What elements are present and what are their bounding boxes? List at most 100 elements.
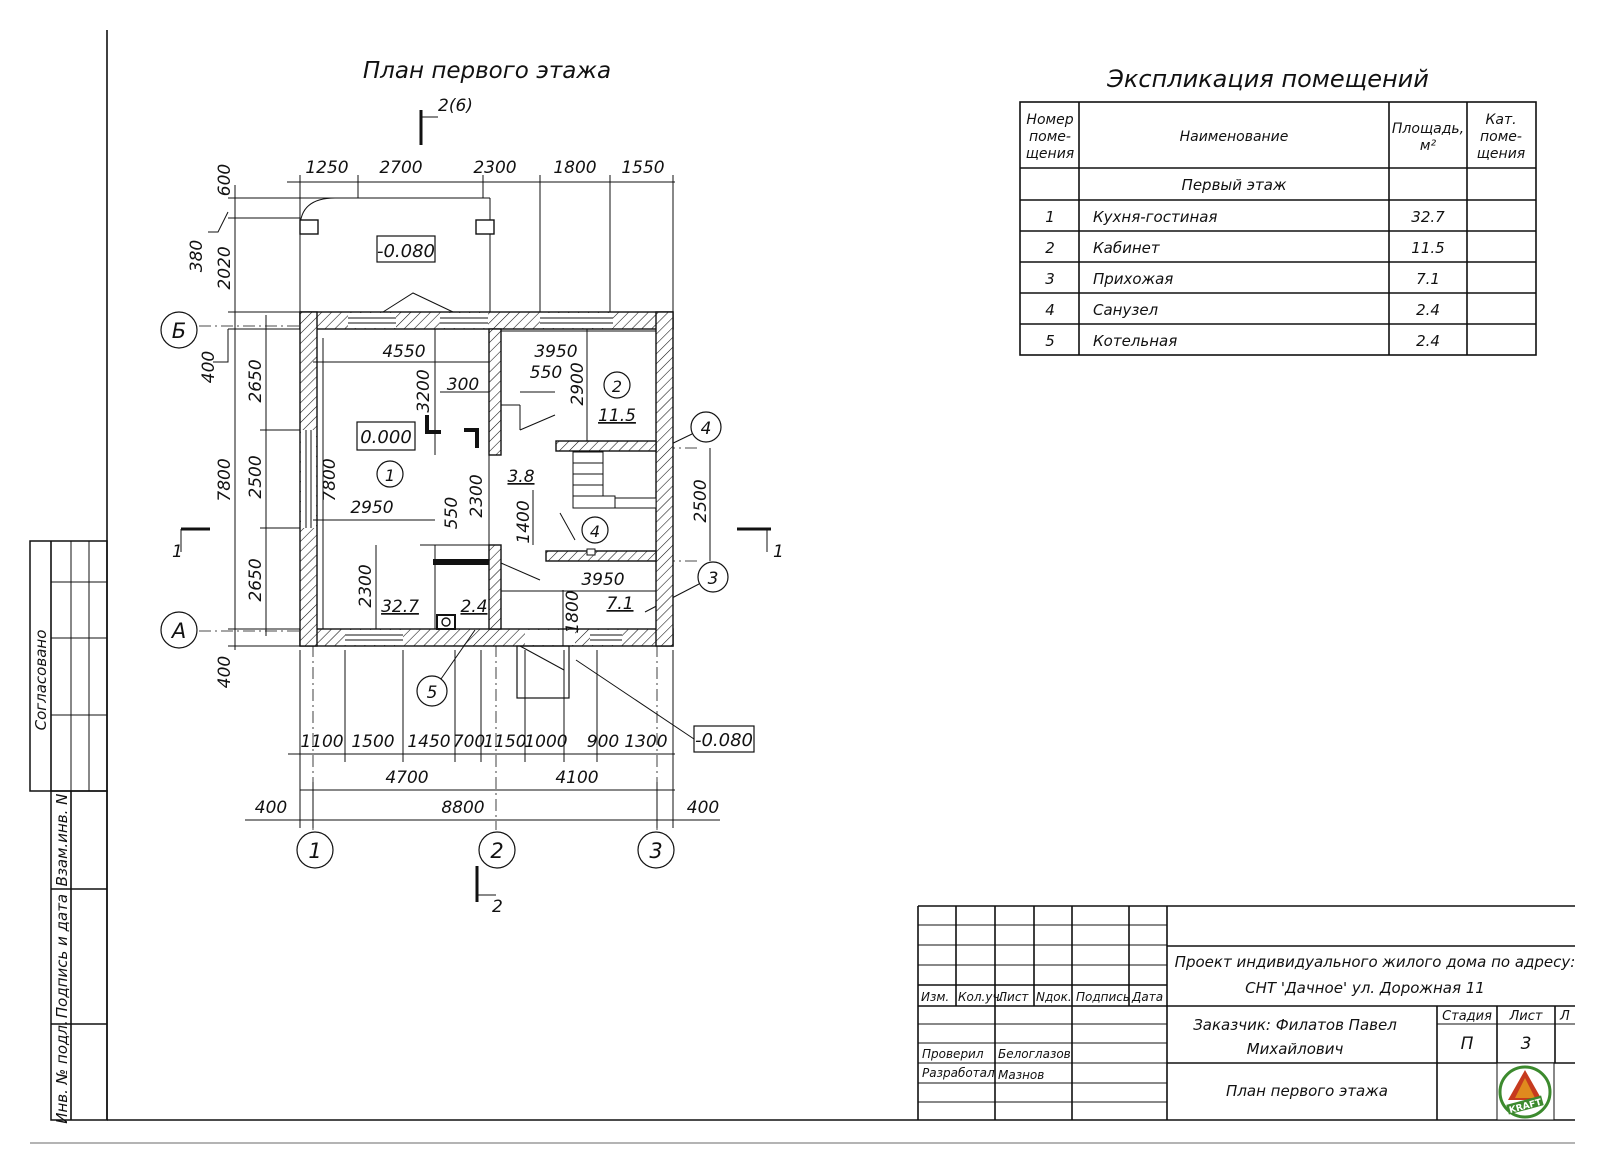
explication-group: Первый этаж [1182,176,1287,194]
tb-sheet-value: 3 [1521,1034,1532,1054]
dim-2500-right: 2500 [691,479,711,522]
dim-bottom-900: 900 [587,732,619,752]
side-agreed: Согласовано [32,630,50,731]
dim-4550: 4550 [382,342,425,362]
axis-label-3-right: 3 [708,569,719,589]
dim-bottom-8800: 8800 [441,798,484,818]
dim-bottom-400-left: 400 [255,798,287,818]
section-mark-bottom: 2 [492,897,503,917]
row-1-num: 1 [1045,208,1055,226]
header-cat-line3: щения [1477,146,1525,162]
tb-project-line2: СНТ 'Дачное' ул. Дорожная 11 [1245,979,1485,997]
area-room-5: 2.4 [460,597,487,617]
row-3-name: Прихожая [1093,270,1173,288]
row-4-num: 4 [1045,301,1055,319]
section-mark-top: 2(6) [438,96,473,116]
header-num-line3: щения [1026,146,1074,162]
room-mark-5: 5 [427,683,438,703]
kraft-logo-icon: KRAFT [1496,1062,1555,1121]
dim-top-1: 1250 [305,158,348,178]
dim-3950b: 3950 [581,570,624,590]
dim-bottom-4700: 4700 [385,768,428,788]
header-area-line2: м² [1420,138,1437,154]
dim-left-2500: 2500 [246,455,266,498]
room-mark-1: 1 [385,466,395,485]
room-mark-4: 4 [590,522,600,541]
dim-7800-inner: 7800 [320,458,340,501]
side-stamp [29,540,108,1121]
dim-2900: 2900 [568,362,588,405]
tb-col-ndok: Nдок. [1036,990,1072,1004]
dim-550a: 550 [530,363,562,383]
row-3-area: 7.1 [1416,270,1440,288]
title-block [917,905,1575,1120]
row-1-area: 32.7 [1411,208,1445,226]
section-mark-right: 1 [773,542,784,562]
dim-bottom-700: 700 [453,732,485,752]
tb-stage-label: Стадия [1442,1009,1492,1024]
area-room-2: 11.5 [598,406,636,426]
axis-label-4: 4 [701,419,712,439]
tb-sheet-label: Лист [1509,1009,1543,1024]
tb-col-date: Дата [1131,990,1163,1004]
level-entry: -0.080 [695,730,753,751]
row-5-area: 2.4 [1416,332,1440,350]
header-num-line2: поме- [1029,129,1071,145]
dim-bottom-1500: 1500 [351,732,394,752]
tb-customer-line1: Заказчик: Филатов Павел [1193,1016,1397,1034]
room-mark-2: 2 [612,377,622,396]
tb-sheet-title: План первого этажа [1226,1082,1388,1100]
tb-checked-label: Проверил [922,1047,984,1061]
tb-col-list: Лист [997,990,1029,1004]
row-1-name: Кухня-гостиная [1093,208,1217,226]
dim-top-3: 2300 [473,158,516,178]
dim-300: 300 [447,375,479,395]
header-name: Наименование [1180,129,1289,145]
row-3-num: 3 [1045,270,1055,288]
row-4-name: Санузел [1093,301,1159,319]
header-cat-line2: поме- [1480,129,1522,145]
row-5-num: 5 [1045,332,1055,350]
row-2-name: Кабинет [1093,239,1161,257]
dim-2300b: 2300 [356,564,376,607]
axis-label-1: 1 [308,839,321,863]
dim-bottom-1450: 1450 [407,732,450,752]
side-sign-date: Подпись и дата [53,894,71,1018]
tb-developed-label: Разработал [922,1066,995,1080]
area-room-3: 7.1 [606,594,633,614]
dim-bottom-1300: 1300 [624,732,667,752]
dim-2300a: 2300 [467,474,487,517]
row-4-area: 2.4 [1416,301,1440,319]
dim-left-400a: 400 [199,351,219,383]
dim-left-2650a: 2650 [246,359,266,402]
dim-bottom-1100: 1100 [300,732,343,752]
header-num-line1: Номер [1026,112,1073,128]
dim-left-2020: 2020 [215,246,235,289]
dim-top-5: 1550 [621,158,664,178]
explication-table [1019,101,1537,356]
dim-3950a: 3950 [534,342,577,362]
dim-bottom-4100: 4100 [555,768,598,788]
axis-label-a: А [170,619,186,643]
axis-label-b: Б [172,319,186,343]
explication-title: Экспликация помещений [1106,65,1429,93]
header-area-line1: Площадь, [1392,121,1464,137]
tb-project-line1: Проект индивидуального жилого дома по ад… [1175,953,1576,971]
dim-left-380: 380 [187,240,207,272]
tb-customer-line2: Михайлович [1247,1040,1344,1058]
dim-bottom-400-right: 400 [687,798,719,818]
dim-3200: 3200 [414,369,434,412]
area-room-4: 3.8 [507,467,534,487]
dim-2950: 2950 [350,498,393,518]
side-inv-orig: Инв. № подл. [53,1020,71,1123]
dim-left-400b: 400 [215,656,235,688]
axis-label-3: 3 [649,839,662,863]
dim-top-4: 1800 [553,158,596,178]
dim-550b: 550 [442,497,462,529]
dim-1800: 1800 [563,590,583,633]
dim-left-7800: 7800 [215,458,235,501]
section-mark-left: 1 [172,542,183,562]
row-5-name: Котельная [1093,332,1177,350]
tb-col-kolvo: Кол.уч. [958,990,1003,1004]
